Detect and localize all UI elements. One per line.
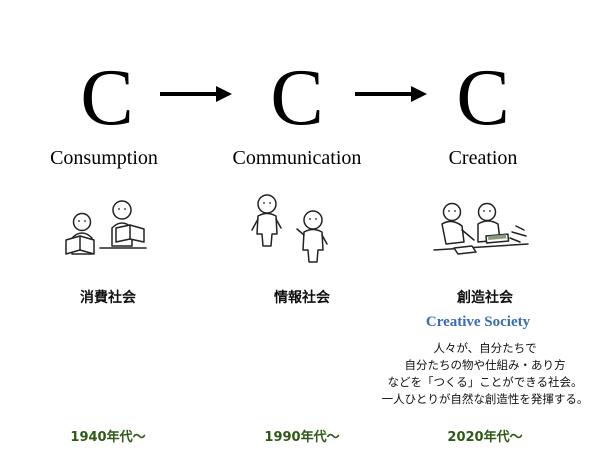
label-creation: Creation [383,147,583,170]
reading-figures-icon [60,198,150,260]
label-information-society-jp: 情報社会 [222,287,382,307]
arrow-right-icon [160,86,232,102]
description-line: 一人ひとりが自然な創造性を発揮する。 [365,391,602,408]
era-label-1940s: 1940年代〜 [28,426,188,445]
letter-c-communication: C [237,58,357,138]
description-line: 自分たちの物や仕組み・あり方 [365,357,602,374]
talking-figures-icon [247,192,337,264]
creative-society-description: 人々が、自分たちで 自分たちの物や仕組み・あり方 などを「つくる」ことができる社… [365,340,602,408]
label-consumption: Consumption [4,147,204,170]
label-creative-society-jp: 創造社会 [405,287,565,307]
letter-c-consumption: C [47,58,167,138]
description-line: などを「つくる」ことができる社会。 [365,374,602,391]
era-label-1990s: 1990年代〜 [222,426,382,445]
label-consumer-society-jp: 消費社会 [28,287,188,307]
description-line: 人々が、自分たちで [365,340,602,357]
arrow-right-icon [355,86,427,102]
making-figures-icon [432,196,532,264]
creative-society-subtitle: Creative Society [378,314,578,331]
label-communication: Communication [197,147,397,170]
era-label-2020s: 2020年代〜 [405,426,565,445]
letter-c-creation: C [423,58,543,138]
